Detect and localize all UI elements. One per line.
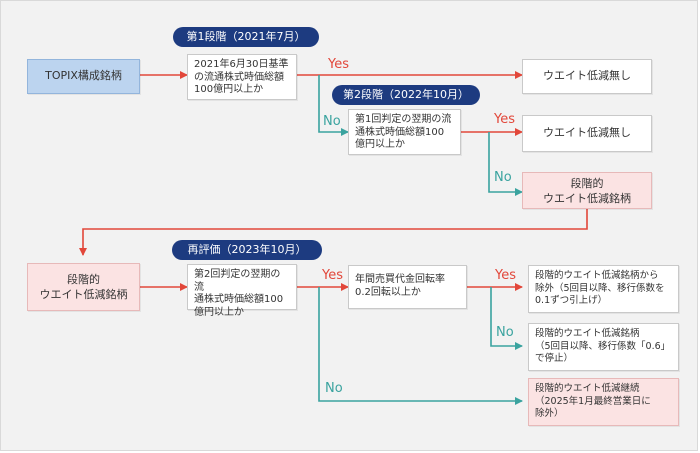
yes-label-q3: Yes bbox=[322, 268, 343, 283]
no-label-q3: No bbox=[325, 381, 343, 396]
yes-label-q1: Yes bbox=[328, 57, 349, 72]
reeval-pill: 再評価（2023年10月） bbox=[172, 240, 322, 260]
arrow-q2-no bbox=[488, 132, 523, 196]
no-label-q1: No bbox=[323, 114, 341, 129]
stage1-pill: 第1段階（2021年7月） bbox=[173, 27, 319, 47]
stage2-pill: 第2段階（2022年10月） bbox=[332, 85, 480, 105]
arrow-q3-no bbox=[318, 287, 523, 405]
result-phased-reduction: 段階的ウエイト低減銘柄 bbox=[522, 172, 652, 209]
result-phased-continue: 段階的ウエイト低減継続（2025年1月最終営業日に除外） bbox=[528, 378, 679, 426]
result-no-reduction-2: ウエイト低減無し bbox=[522, 115, 652, 152]
arrow-q4-no bbox=[490, 287, 523, 350]
result-no-reduction-1: ウエイト低減無し bbox=[522, 59, 652, 94]
no-label-q4: No bbox=[496, 325, 514, 340]
arrow-loop-to-start2 bbox=[79, 209, 588, 256]
phased-reduction-start-box: 段階的ウエイト低減銘柄 bbox=[27, 263, 140, 311]
arrow-q1-no bbox=[318, 75, 349, 136]
topix-constituents-box: TOPIX構成銘柄 bbox=[27, 59, 140, 94]
yes-label-q4: Yes bbox=[495, 268, 516, 283]
yes-label-q2: Yes bbox=[494, 112, 515, 127]
result-phased-stop: 段階的ウエイト低減銘柄（5回目以降、移行係数「0.6」で停止） bbox=[528, 323, 679, 371]
no-label-q2: No bbox=[494, 170, 512, 185]
